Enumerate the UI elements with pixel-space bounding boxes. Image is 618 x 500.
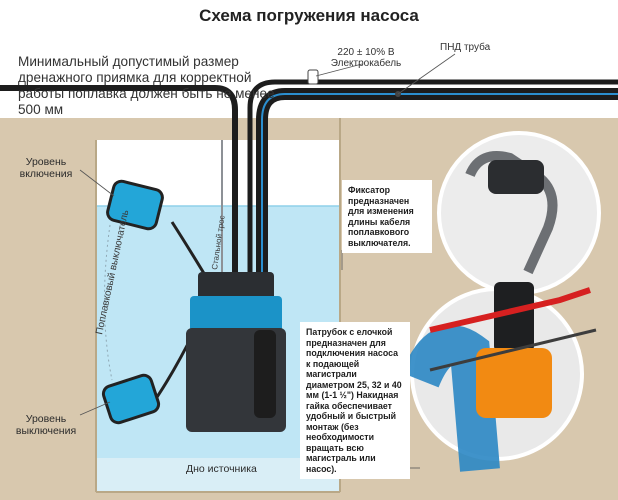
level-off-pointer bbox=[79, 401, 111, 416]
cable-2 bbox=[247, 79, 618, 300]
pump bbox=[186, 272, 286, 432]
fitting-note: Патрубок с елочкой предназначен для подк… bbox=[300, 322, 410, 479]
pit-floor-zone bbox=[96, 458, 340, 492]
cable-clip bbox=[307, 69, 319, 85]
level-on-label: Уровень включения bbox=[19, 156, 73, 180]
pnd-pipe-stripe bbox=[261, 93, 618, 320]
cable-label: Электрокабель bbox=[330, 58, 402, 69]
float-switch-upper bbox=[106, 179, 164, 231]
voltage-label: 220 ± 10% В Электрокабель bbox=[325, 47, 407, 69]
level-off-label: Уровень выключения bbox=[15, 413, 77, 437]
page-title: Схема погружения насоса bbox=[199, 6, 419, 25]
pnd-pointer bbox=[397, 53, 456, 95]
voltage-pointer bbox=[315, 63, 363, 77]
zoom-fixator bbox=[437, 131, 601, 295]
zoom-fitting bbox=[401, 282, 597, 472]
float-range-arrow bbox=[103, 224, 113, 381]
level-on-pointer bbox=[79, 169, 115, 197]
electric-cable bbox=[0, 85, 238, 290]
voltage-value: 220 ± 10% В bbox=[337, 47, 395, 58]
pnd-pipe-label: ПНД труба bbox=[440, 42, 491, 53]
intro-text: Минимальный допустимый размер дренажного… bbox=[18, 54, 275, 117]
pump-outlet bbox=[254, 330, 276, 418]
fixator-note: Фиксатор предназначен для изменения длин… bbox=[342, 180, 432, 253]
float-switch-lower bbox=[101, 373, 161, 425]
source-bottom-label: Дно источника bbox=[186, 463, 257, 475]
